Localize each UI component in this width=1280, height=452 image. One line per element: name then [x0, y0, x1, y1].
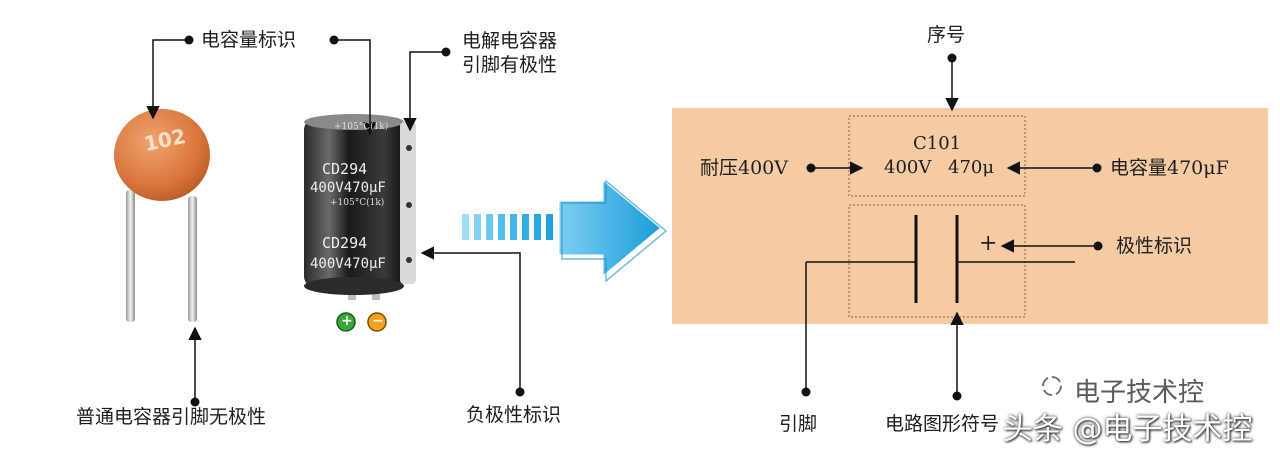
watermark-brand: 电子技术控	[1074, 378, 1205, 408]
label-polarity-mark: 极性标识	[1116, 235, 1193, 257]
label-serial-number: 序号	[927, 24, 966, 46]
ceramic-disc	[114, 109, 210, 201]
sleeve-line-3a: +105°C(1k)	[330, 198, 385, 208]
label-circuit-symbol: 电路图形符号	[885, 413, 1000, 435]
rating-capacitance: 470μ	[948, 157, 995, 178]
label-negative-mark: 负极性标识	[466, 404, 562, 426]
electrolytic-can	[304, 118, 404, 288]
sleeve-line-1b: CD294	[322, 234, 368, 252]
label-pin: 引脚	[779, 413, 818, 435]
negative-mark-dot-1	[406, 145, 412, 151]
transform-arrow	[462, 174, 668, 283]
negative-mark-dot-2	[406, 202, 412, 208]
watermark-handle: 头条 @电子技术控	[1003, 412, 1253, 447]
rating-voltage: 400V	[884, 157, 932, 178]
sleeve-top-text: +105°C(1k)	[334, 122, 389, 132]
electrolytic-can-top	[304, 114, 404, 130]
pin-minus-sign: −	[372, 313, 384, 329]
ref-designator: C101	[913, 133, 962, 154]
designator-box	[848, 115, 1026, 197]
callouts-right	[801, 53, 1103, 401]
negative-mark-dot-3	[406, 257, 412, 263]
label-capacitance-value: 电容量470μF	[1110, 157, 1229, 179]
symbol-panel-bg	[672, 108, 1268, 324]
label-polar-pins-line2: 引脚有极性	[462, 54, 558, 76]
arrow-head	[556, 174, 665, 282]
ceramic-lead-left	[126, 190, 135, 322]
sleeve-line-1a: CD294	[322, 160, 368, 178]
positive-pin-marker	[336, 312, 356, 332]
electrolytic-capacitor	[304, 114, 416, 332]
pin-plus-sign: +	[341, 313, 353, 329]
label-nonpolar-pins: 普通电容器引脚无极性	[76, 406, 267, 428]
sleeve-line-2b: 400V470μF	[310, 256, 386, 272]
ceramic-capacitor	[114, 109, 210, 322]
label-capacity-mark: 电容量标识	[201, 29, 297, 51]
symbol-panel	[672, 108, 1268, 324]
symbol-box	[848, 204, 1026, 318]
symbol-plus-sign: +	[979, 231, 998, 256]
ceramic-lead-right	[188, 196, 197, 322]
sleeve-line-2a: 400V470μF	[310, 180, 386, 196]
negative-pin-marker	[367, 312, 387, 332]
callouts-left	[146, 35, 525, 407]
watermark-logo-icon	[1042, 376, 1062, 396]
label-withstand-voltage: 耐压400V	[700, 157, 788, 179]
electrolytic-can-bottom	[304, 277, 404, 295]
label-polar-pins-line1: 电解电容器	[462, 30, 558, 52]
